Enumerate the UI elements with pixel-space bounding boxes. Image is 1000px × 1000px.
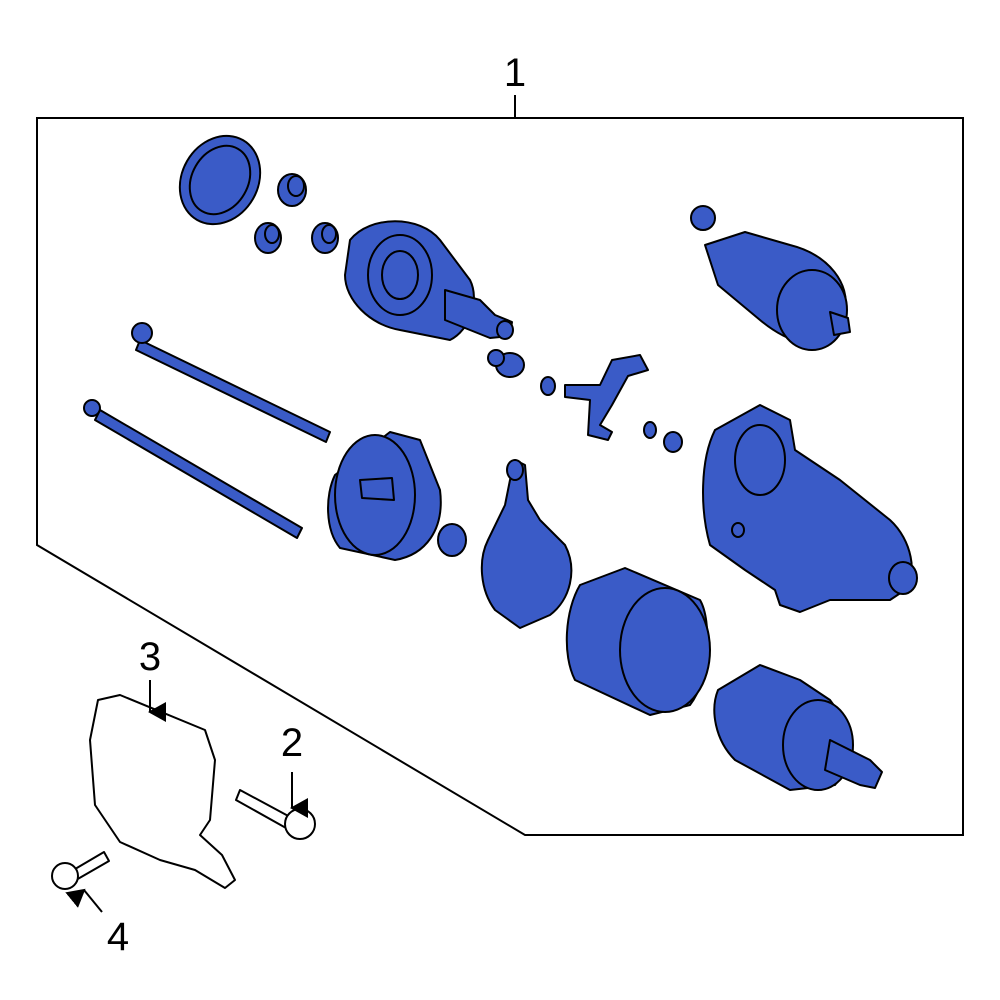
callout-2: 2	[281, 721, 303, 765]
bushing-b	[254, 222, 282, 254]
callout-4: 4	[107, 915, 129, 959]
pinion-collar	[487, 349, 525, 378]
bushing-c	[311, 222, 339, 254]
drive-housing	[344, 220, 514, 341]
starter-components	[83, 134, 918, 791]
field-frame	[565, 567, 711, 716]
bolt-upper	[235, 789, 316, 840]
heat-shield	[89, 694, 236, 889]
callout-1: 1	[504, 51, 526, 95]
bushing-a	[277, 173, 307, 207]
retaining-ring	[540, 376, 556, 396]
brush-holder	[480, 459, 573, 629]
starter-motor-body	[702, 404, 918, 613]
callout-3: 3	[139, 635, 161, 679]
solenoid	[690, 205, 851, 351]
through-bolt-upper	[131, 322, 331, 443]
bolt-lower	[51, 851, 110, 890]
end-frame	[327, 431, 442, 561]
armature	[713, 664, 883, 791]
assembly-boundary	[36, 117, 964, 836]
washer-b	[663, 431, 683, 453]
end-bushing	[437, 523, 467, 557]
through-bolt-lower	[83, 399, 303, 539]
bolt-lower-arrow	[65, 888, 103, 913]
shift-lever	[564, 354, 649, 441]
o-ring	[178, 134, 262, 226]
washer-a	[643, 421, 657, 439]
